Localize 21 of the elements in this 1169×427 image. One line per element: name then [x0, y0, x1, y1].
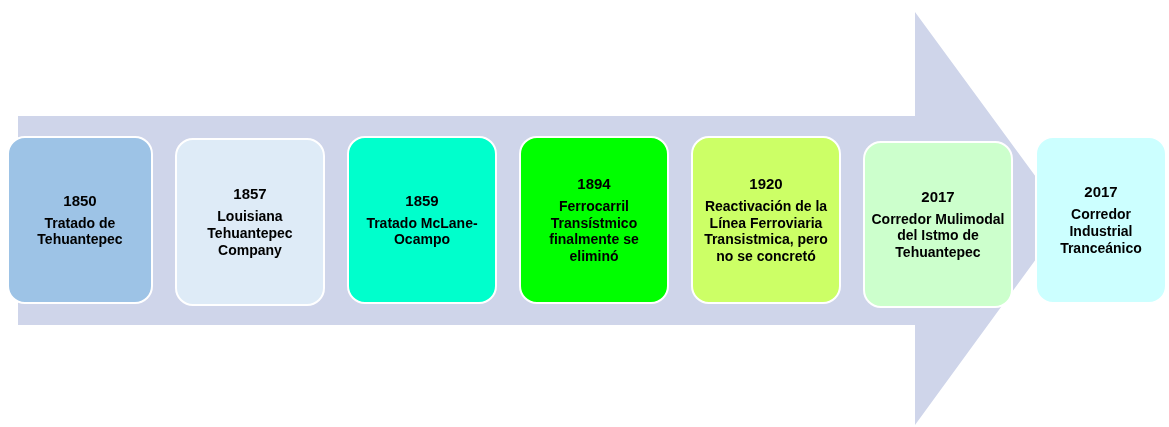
- event-box: [691, 136, 841, 304]
- event-year: 2017: [921, 187, 955, 207]
- event-description: Corredor Industrial Tranceánico: [1059, 206, 1143, 257]
- event-description: Ferrocarril Transístmico finalmente se eliminó: [548, 197, 640, 265]
- event-description: Louisiana Tehuantepec Company: [206, 208, 294, 259]
- event-description: Reactivación de la Línea Ferroviaria Transistmica, pero no se concretó: [703, 197, 829, 265]
- event-year: 1857: [233, 185, 267, 205]
- event-year: 1850: [63, 191, 97, 211]
- event-box: [863, 141, 1013, 308]
- event-year: 1859: [405, 191, 439, 211]
- event-description: Tratado de Tehuantepec: [36, 214, 124, 249]
- event-year: 1920: [749, 175, 783, 194]
- event-box: [347, 136, 497, 304]
- event-box: [1035, 136, 1167, 304]
- event-year: 2017: [1084, 183, 1118, 203]
- event-year: 1894: [577, 175, 611, 194]
- event-description: Corredor Mulimodal del Istmo de Tehuantepec: [870, 210, 1006, 262]
- event-description: Tratado McLane-Ocampo: [365, 214, 479, 249]
- event-box: [7, 136, 153, 304]
- event-box: [519, 136, 669, 304]
- event-box: [175, 138, 325, 306]
